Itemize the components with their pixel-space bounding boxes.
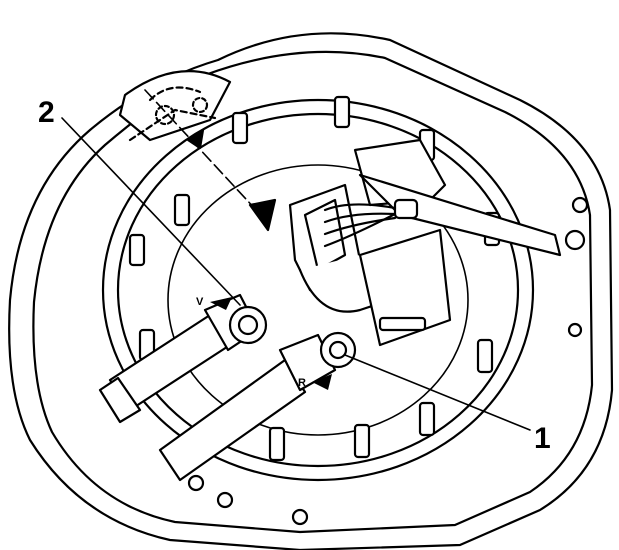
alignment-marks [144,89,277,232]
callout-2: 2 [38,96,55,129]
supply-pipe [98,293,268,424]
supply-mark: V [196,296,204,308]
return-pipe [158,331,357,482]
pump-housing [358,228,452,347]
callout-1: 1 [534,422,551,455]
tank-plate [8,32,614,550]
flange-tab [118,70,232,142]
mounting-hole [187,196,589,526]
leader-line [61,117,531,431]
return-mark: R [298,377,306,389]
locking-ring [101,98,535,482]
flow-arrow [210,297,332,390]
